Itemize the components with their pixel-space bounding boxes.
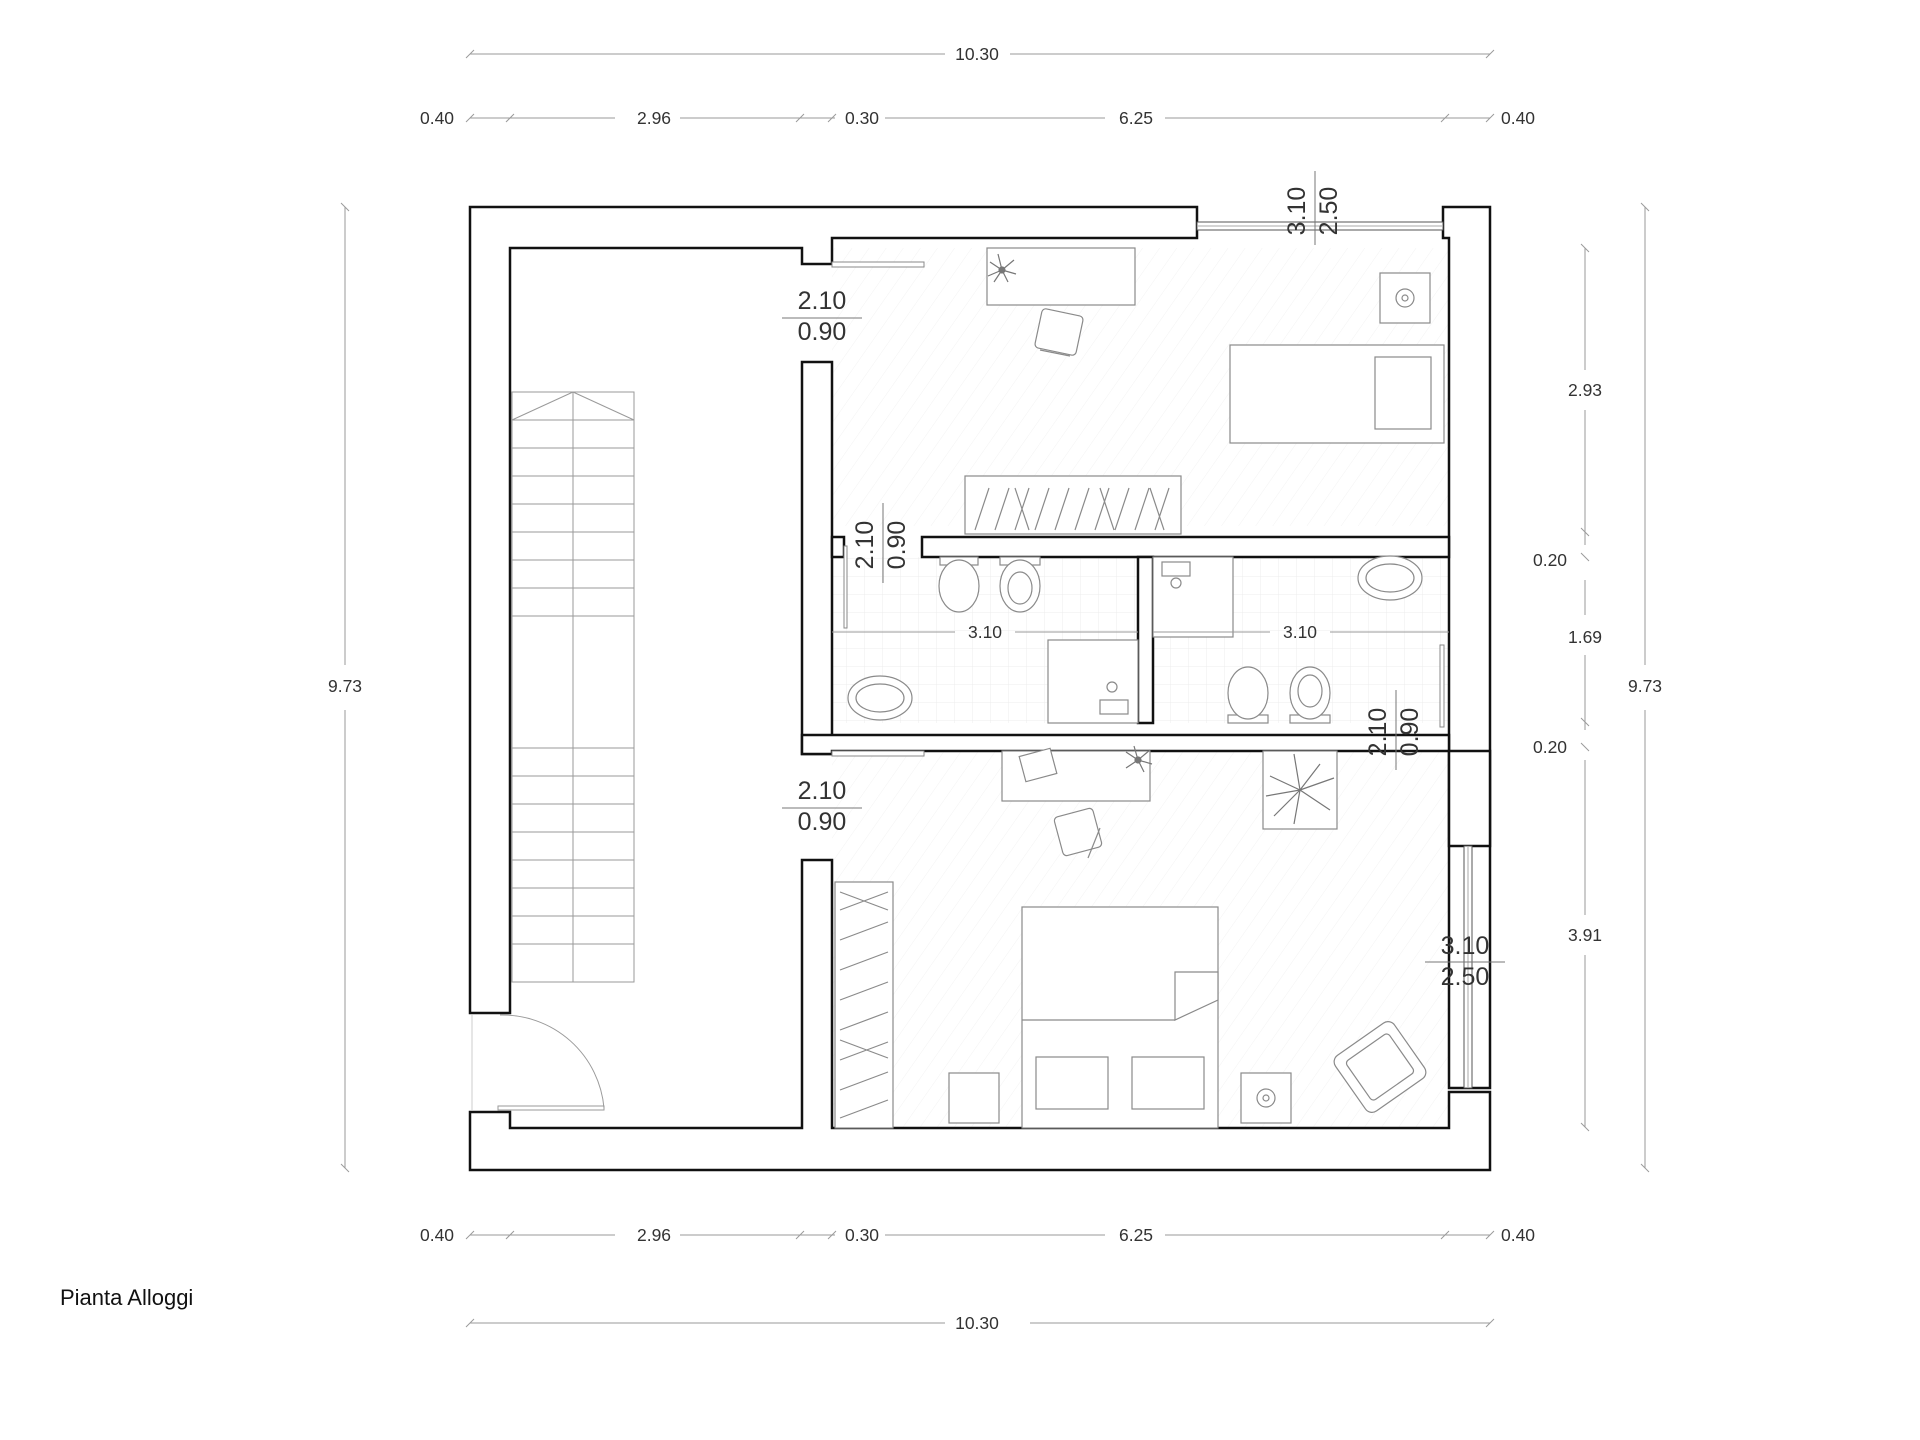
dimensions [340, 49, 1650, 1328]
door-top-room-leaf [831, 261, 925, 268]
sink-icon [1357, 555, 1423, 601]
opening-labels: 3.10 2.50 2.10 0.90 2.10 0.90 2.10 0.90 … [782, 171, 1505, 991]
door-bottom-room-height: 2.10 [798, 777, 847, 805]
door-bath-right-width: 0.90 [1396, 708, 1424, 757]
wall-bottom [468, 858, 1492, 1172]
toilet-icon [999, 556, 1041, 613]
bed-icon [1229, 344, 1445, 444]
dim-bottom-seg-4: 6.25 [1119, 1225, 1153, 1245]
dim-bottom-seg-5: 0.40 [1501, 1225, 1535, 1245]
window-bottom-right-height: 3.10 [1441, 932, 1490, 960]
furniture [834, 247, 1445, 1129]
dim-bottom-seg-2: 2.96 [637, 1225, 671, 1245]
nightstand-icon [1379, 272, 1431, 324]
dim-top-seg-1: 0.40 [420, 108, 454, 128]
armchair-icon [1333, 1021, 1427, 1113]
shower-icon [1047, 639, 1139, 724]
bath-right-width: 3.10 [1283, 622, 1317, 642]
dim-bottom-seg-3: 0.30 [845, 1225, 879, 1245]
door-bath-left-leaf [843, 545, 848, 629]
dim-top-seg-3: 0.30 [845, 108, 879, 128]
wall-bath-divider [1136, 555, 1155, 725]
door-bath-left-label: 2.10 0.90 [851, 503, 911, 583]
chair-icon [1053, 807, 1103, 859]
dim-right-seg-1: 2.93 [1568, 380, 1602, 400]
wall-bath-top [920, 535, 1451, 559]
chair-icon [1034, 308, 1084, 357]
nightstand-icon [1240, 1072, 1292, 1124]
door-top-room-label: 2.10 0.90 [782, 287, 862, 346]
dim-right-overall: 9.73 [1628, 676, 1662, 696]
desk-icon [986, 247, 1136, 306]
dim-top-seg-4: 6.25 [1119, 108, 1153, 128]
wardrobe-icon [834, 881, 894, 1129]
bidet-icon [1227, 666, 1269, 724]
dimension-labels: 10.30 0.40 2.96 0.30 6.25 0.40 0.40 2.96… [328, 44, 1662, 1333]
door-top-room-width: 0.90 [798, 318, 847, 346]
window-top-right-label: 3.10 2.50 [1283, 171, 1343, 245]
door-bath-left-width: 0.90 [883, 521, 911, 570]
bed-icon [1021, 906, 1219, 1129]
nightstand-icon [948, 1072, 1000, 1124]
bath-left-width: 3.10 [968, 622, 1002, 642]
laptop-icon [1018, 747, 1058, 783]
door-bath-right-label: 2.10 0.90 [1364, 690, 1424, 770]
door-top-room-height: 2.10 [798, 287, 847, 315]
wardrobe-icon [964, 475, 1182, 535]
dim-bottom-overall: 10.30 [955, 1313, 999, 1333]
stair-icon [511, 391, 635, 983]
window-bottom-right-icon [1463, 845, 1473, 1089]
bidet-icon [938, 556, 980, 613]
door-bottom-room-leaf [831, 750, 925, 757]
toilet-icon [1289, 666, 1331, 724]
dim-top-seg-5: 0.40 [1501, 108, 1535, 128]
window-bottom-right-label: 3.10 2.50 [1425, 932, 1505, 991]
dim-right-seg-4: 0.20 [1533, 737, 1567, 757]
door-bottom-room-label: 2.10 0.90 [782, 777, 862, 836]
plant-icon [987, 253, 1017, 283]
shower-icon [1152, 556, 1234, 638]
window-top-right-icon [1196, 221, 1444, 231]
door-bath-left-height: 2.10 [851, 521, 879, 570]
plan-title: Pianta Alloggi [60, 1285, 193, 1310]
sink-icon [847, 675, 913, 721]
dim-right-seg-5: 3.91 [1568, 925, 1602, 945]
entry-door-icon [471, 1014, 605, 1111]
dim-bottom-seg-1: 0.40 [420, 1225, 454, 1245]
bath-dimensions: 3.10 3.10 [832, 622, 1449, 642]
window-top-right-width: 2.50 [1315, 187, 1343, 236]
dim-top-seg-2: 2.96 [637, 108, 671, 128]
window-bottom-right-width: 2.50 [1441, 963, 1490, 991]
wall-right-jamb [1447, 749, 1492, 848]
door-bottom-room-width: 0.90 [798, 808, 847, 836]
dim-right-seg-3: 1.69 [1568, 627, 1602, 647]
dim-left-overall: 9.73 [328, 676, 362, 696]
door-bath-right-height: 2.10 [1364, 708, 1392, 757]
door-leaves [831, 261, 1445, 757]
dim-right-seg-2: 0.20 [1533, 550, 1567, 570]
window-top-right-height: 3.10 [1283, 187, 1311, 236]
plant-icon [1262, 750, 1338, 830]
plant-icon [1125, 745, 1153, 773]
door-bath-right-leaf [1439, 644, 1445, 728]
wall-spine-upper [800, 360, 834, 756]
dim-top-overall: 10.30 [955, 44, 999, 64]
